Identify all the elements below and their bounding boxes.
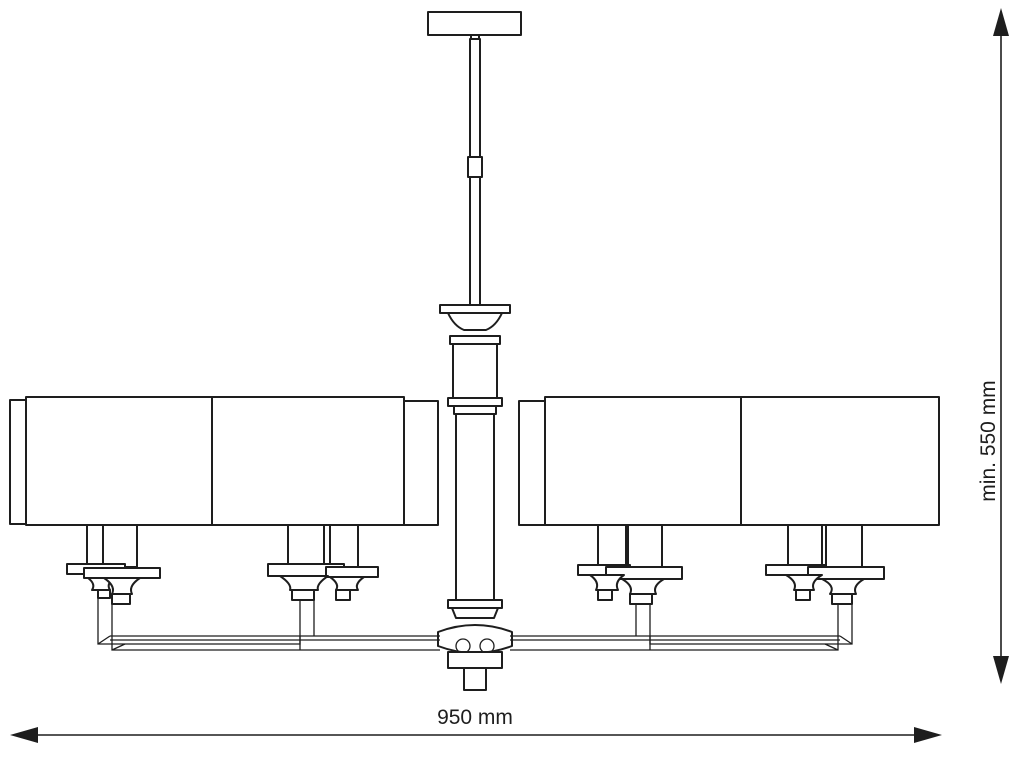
right-arm-frame (510, 592, 853, 651)
width-dimension-arrow (10, 727, 942, 743)
left-candle-holders (66, 524, 379, 605)
suspension-rod (467, 34, 483, 306)
right-candle-holders (577, 524, 885, 605)
right-shades (518, 396, 940, 526)
left-shades (9, 396, 439, 526)
central-column (437, 304, 513, 691)
width-dimension-label: 950 mm (437, 706, 513, 729)
height-dimension-label: min. 550 mm (977, 380, 1000, 501)
ceiling-canopy (427, 11, 522, 36)
height-dimension-arrow (993, 8, 1009, 684)
left-arm-frame (97, 592, 440, 651)
